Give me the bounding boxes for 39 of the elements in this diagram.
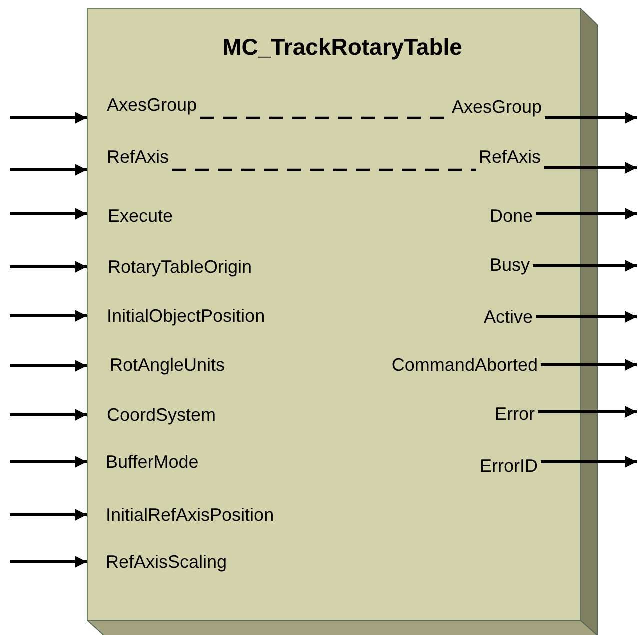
arrow [10,409,87,421]
arrow [10,208,87,220]
output-pin-label: Done [490,205,533,227]
output-pin-label: Active [484,306,533,328]
output-pin-label: RefAxis [478,146,541,168]
arrow [538,406,637,418]
arrow [541,359,637,371]
arrow [10,509,87,521]
output-pin-label: CommandAborted [392,354,538,376]
arrow [544,162,637,174]
input-pin-label: RefAxisScaling [106,551,228,573]
arrow [10,261,87,273]
arrow [545,112,637,124]
arrow [10,164,87,176]
input-pin-label: InitialObjectPosition [107,305,266,327]
arrow [10,456,87,468]
arrow [541,456,637,468]
input-pin-label: Execute [108,205,174,227]
output-pin-label: Error [495,403,535,425]
arrow [10,360,87,372]
input-pin-label: RotaryTableOrigin [108,256,252,278]
input-pin-label: RefAxis [107,146,170,168]
output-pin-label: Busy [490,254,530,276]
input-pin-label: RotAngleUnits [110,354,226,376]
arrow [10,556,87,568]
arrow [536,208,637,220]
function-block [87,8,598,635]
arrow [10,310,87,322]
dashed-line [172,168,476,172]
input-pin-label: BufferMode [106,451,199,473]
arrow [536,311,637,323]
arrow [533,260,637,272]
input-pin-label: InitialRefAxisPosition [106,504,274,526]
output-pin-label: AxesGroup [452,96,542,118]
arrow [10,112,87,124]
input-pin-label: CoordSystem [107,404,216,426]
block-title: MC_TrackRotaryTable [222,34,464,61]
input-pin-label: AxesGroup [107,94,198,116]
output-pin-label: ErrorID [480,455,538,477]
